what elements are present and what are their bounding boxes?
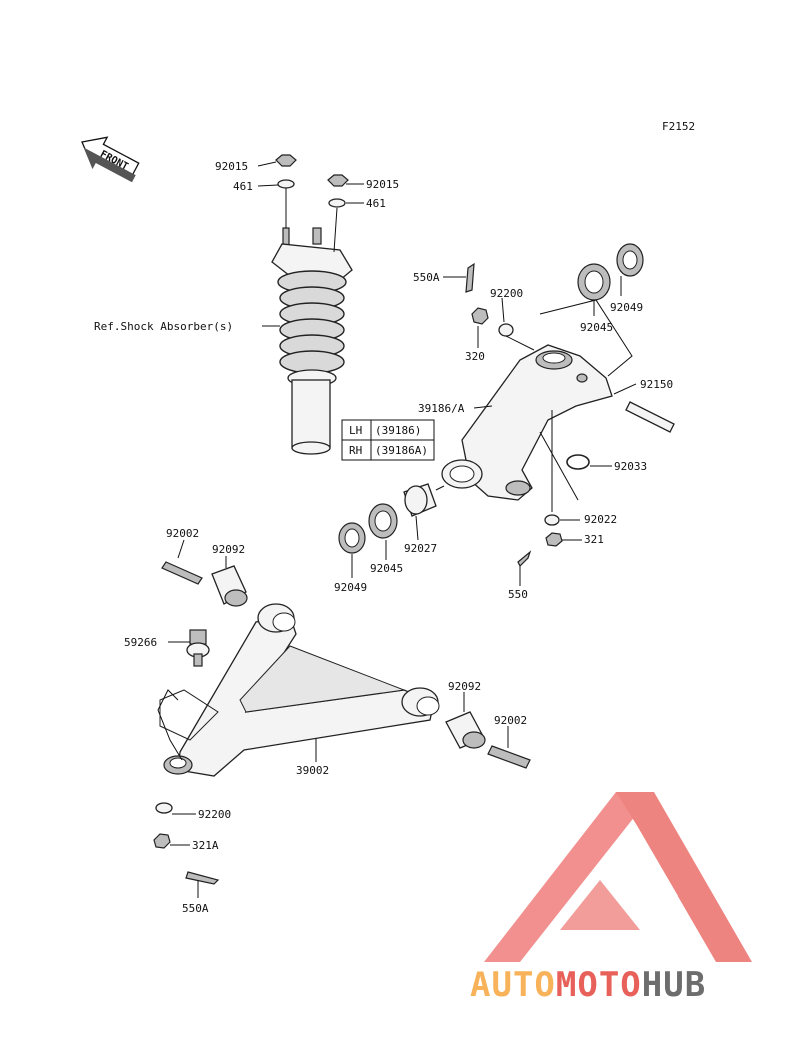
label-92022: 92022 <box>584 513 617 526</box>
label-92002-right: 92002 <box>494 714 527 727</box>
washer-461-b <box>328 198 346 208</box>
ref-code: F2152 <box>662 120 695 133</box>
label-550: 550 <box>508 588 528 601</box>
label-59266: 59266 <box>124 636 157 649</box>
label-92092-right: 92092 <box>448 680 481 693</box>
leader-lines <box>157 161 637 898</box>
label-461-a: 461 <box>233 180 253 193</box>
label-92045-left: 92045 <box>370 562 403 575</box>
watermark-logo-icon <box>484 792 752 962</box>
label-321: 321 <box>584 533 604 546</box>
label-92033: 92033 <box>614 460 647 473</box>
label-92002-top-left: 92002 <box>166 527 199 540</box>
side-rh: RH <box>349 444 362 457</box>
label-92150: 92150 <box>640 378 673 391</box>
label-92200-top: 92200 <box>490 287 523 300</box>
watermark-part-auto: AUTO <box>470 965 556 1005</box>
a-arm-39002 <box>159 603 440 777</box>
watermark-text: AUTOMOTOHUB <box>470 965 706 1005</box>
bolt-92002-tl <box>161 561 203 585</box>
hub-parts-left <box>338 483 437 554</box>
side-rh-part: (39186A) <box>375 444 428 457</box>
watermark-part-hub: HUB <box>642 965 706 1005</box>
side-table: LH (39186) RH (39186A) <box>341 419 435 461</box>
label-39186A: 39186/A <box>418 402 465 415</box>
label-320: 320 <box>465 350 485 363</box>
label-92015-a: 92015 <box>215 160 248 173</box>
front-arrow-icon: FRONT <box>81 136 140 183</box>
washer-92200-bottom <box>155 802 173 814</box>
knuckle-39186 <box>441 344 613 501</box>
label-550A-bottom: 550A <box>182 902 209 915</box>
cotter-pin-550A-top <box>465 262 475 293</box>
label-92015-b: 92015 <box>366 178 399 191</box>
side-lh: LH <box>349 424 362 437</box>
side-lh-part: (39186) <box>375 424 421 437</box>
washer-92200-top <box>498 323 514 337</box>
nut-321 <box>545 532 563 547</box>
shock-absorber <box>271 154 353 455</box>
nut-321A <box>153 833 171 849</box>
washer-461-a <box>277 179 295 189</box>
label-321A: 321A <box>192 839 219 852</box>
hub-parts-right <box>577 243 644 301</box>
watermark-part-moto: MOTO <box>556 965 642 1005</box>
label-461-b: 461 <box>366 197 386 210</box>
part-labels: 92015 461 92015 461 550A 92200 320 92049… <box>94 160 673 915</box>
bolt-92150 <box>625 401 675 433</box>
label-92200-bottom: 92200 <box>198 808 231 821</box>
label-shock-absorber-ref: Ref.Shock Absorber(s) <box>94 320 233 333</box>
nut-92015-b <box>327 174 349 187</box>
label-92049-left: 92049 <box>334 581 367 594</box>
ball-joint-59266 <box>186 629 210 667</box>
nut-320 <box>471 307 489 325</box>
bolt-92002-r <box>487 745 531 769</box>
label-92092-top-left: 92092 <box>212 543 245 556</box>
cotter-pin-550 <box>517 550 532 568</box>
label-39002: 39002 <box>296 764 329 777</box>
label-92049-right: 92049 <box>610 301 643 314</box>
label-92045-right: 92045 <box>580 321 613 334</box>
label-92027: 92027 <box>404 542 437 555</box>
cotter-pin-550A-bottom <box>185 871 220 885</box>
washer-92022 <box>544 514 560 526</box>
circlip-92033 <box>566 454 590 470</box>
nut-92015-a <box>275 154 297 167</box>
label-550A-top: 550A <box>413 271 440 284</box>
